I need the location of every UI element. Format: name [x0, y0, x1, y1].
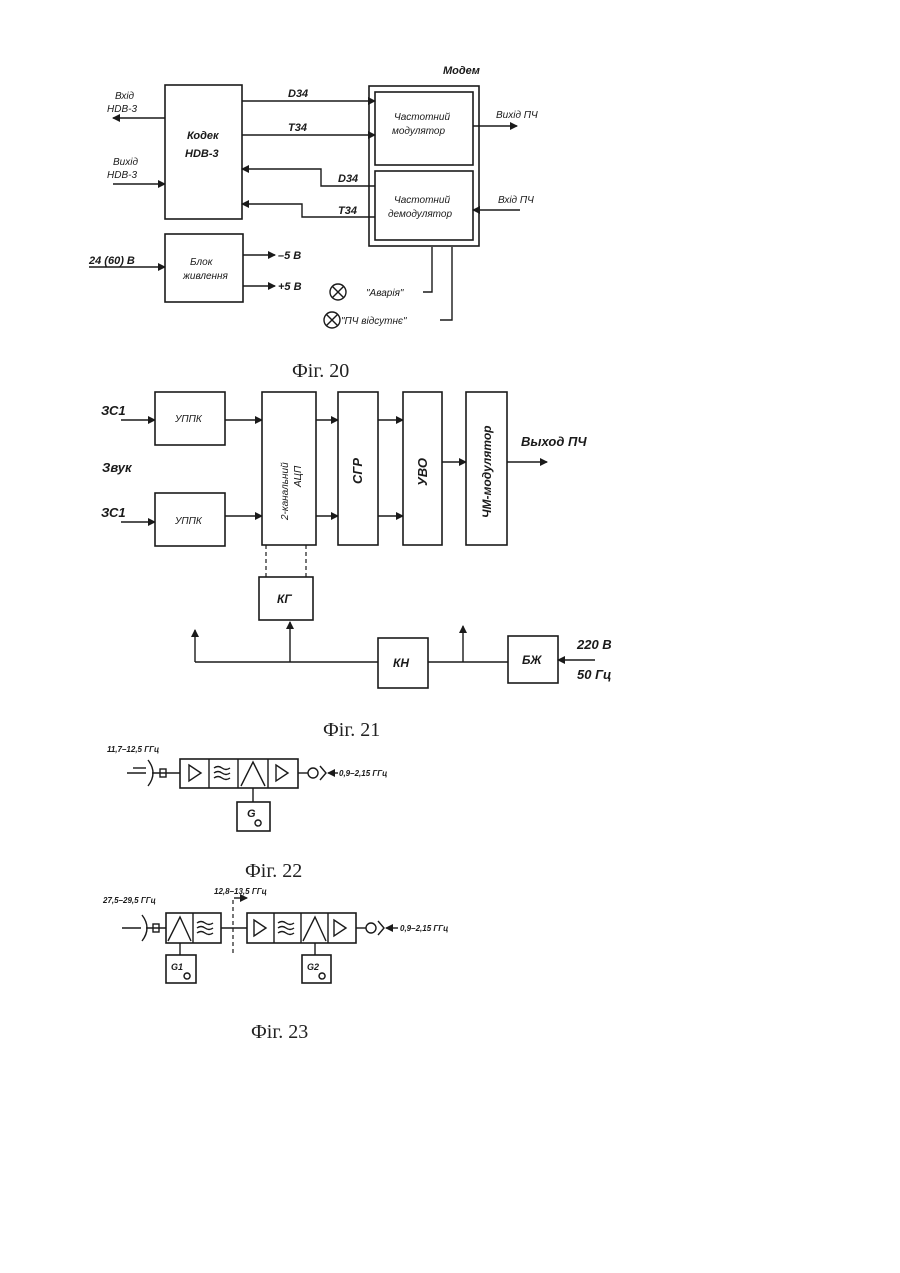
modulator-label-2: модулятор: [392, 126, 445, 137]
if-band-label: 0,9–2,15 ГГц: [339, 769, 387, 778]
supply-input-label: 24 (60) В: [88, 255, 135, 267]
figure-22: 11,7–12,5 ГГц 0,9–2,15 ГГц G: [107, 745, 387, 882]
no-if-label: "ПЧ відсутнє": [341, 316, 407, 327]
plus5-label: +5 В: [278, 281, 302, 293]
adc-label-2: АЦП: [293, 465, 304, 488]
kn-label: КН: [393, 656, 409, 670]
mains-voltage-label: 220 В: [576, 637, 612, 652]
demodulator-label-2: демодулятор: [388, 209, 452, 220]
codec-label-1: Кодек: [187, 130, 220, 142]
codec-label-2: HDB-3: [185, 148, 219, 160]
sgr-label: СГР: [350, 458, 365, 484]
output-hdb-label-1: Вихід: [113, 157, 138, 168]
if-band-23-label: 0,9–2,15 ГГц: [400, 924, 448, 933]
no-if-lamp-icon: [324, 312, 340, 328]
figure-23-caption: Фіг. 23: [251, 1021, 308, 1043]
d34-bottom-label: D34: [338, 173, 358, 185]
figure-23: 27,5–29,5 ГГц 12,8–13,5 ГГц: [102, 887, 448, 1043]
demodulator-label-1: Частотний: [394, 195, 450, 206]
adc-label-1: 2-канальний: [280, 462, 291, 521]
alarm-lamp-icon: [330, 284, 346, 300]
output-hdb-label-2: HDB-3: [107, 170, 137, 181]
fm-modulator-label: ЧМ-модулятор: [480, 426, 494, 519]
figure-22-caption: Фіг. 22: [245, 860, 302, 882]
figure-21: ЗС1 Звук ЗС1 УППК УППК 2-канальний АЦП С…: [101, 392, 612, 741]
alarm-label: "Аварія": [366, 288, 404, 299]
generator-1-label: G1: [171, 962, 183, 972]
kg-label: КГ: [277, 592, 292, 606]
if-output-label: Вихід ПЧ: [496, 110, 538, 121]
modem-title: Модем: [443, 65, 480, 77]
minus5-label: –5 В: [278, 250, 301, 262]
antenna-icon: [127, 760, 180, 786]
t34-top-label: T34: [288, 122, 307, 134]
amp1-label: УППК: [174, 414, 203, 425]
power-block-label-2: живлення: [182, 271, 229, 282]
power-block: [165, 234, 243, 302]
modulator-label-1: Частотний: [394, 112, 450, 123]
d34-top-label: D34: [288, 88, 308, 100]
sound-input-2-label: ЗС1: [101, 505, 126, 520]
figure-20-caption: Фіг. 20: [292, 360, 349, 382]
sound-label: Звук: [102, 460, 133, 475]
rf-band-label: 11,7–12,5 ГГц: [107, 745, 159, 754]
figure-20: Модем Вхід HDB-3 Вихід HDB-3 Кодек HDB-3…: [88, 65, 538, 382]
if-input-label: Вхід ПЧ: [498, 195, 534, 206]
no-if-line: [440, 247, 452, 320]
mid-band-label: 12,8–13,5 ГГц: [214, 887, 267, 896]
lnb-chain-block: [180, 759, 298, 788]
t34-bottom-label: T34: [338, 205, 357, 217]
mains-frequency-label: 50 Гц: [577, 667, 611, 682]
connector-icon: [298, 766, 326, 780]
figure-21-caption: Фіг. 21: [323, 719, 380, 741]
amp2-label: УППК: [174, 516, 203, 527]
uvo-label: УВО: [415, 458, 430, 486]
generator-2-label: G2: [307, 962, 319, 972]
rf-band-23-label: 27,5–29,5 ГГц: [102, 896, 156, 905]
input-hdb-label-1: Вхід: [115, 91, 135, 102]
power-block-label-1: Блок: [190, 257, 214, 268]
input-hdb-label-2: HDB-3: [107, 104, 137, 115]
sound-input-1-label: ЗС1: [101, 403, 126, 418]
connector-23-icon: [356, 921, 384, 935]
antenna-23-icon: [122, 915, 166, 941]
alarm-line: [423, 247, 432, 292]
generator-label: G: [247, 808, 256, 820]
bzh-label: БЖ: [522, 653, 542, 667]
fm-output-label: Выход ПЧ: [521, 434, 587, 449]
